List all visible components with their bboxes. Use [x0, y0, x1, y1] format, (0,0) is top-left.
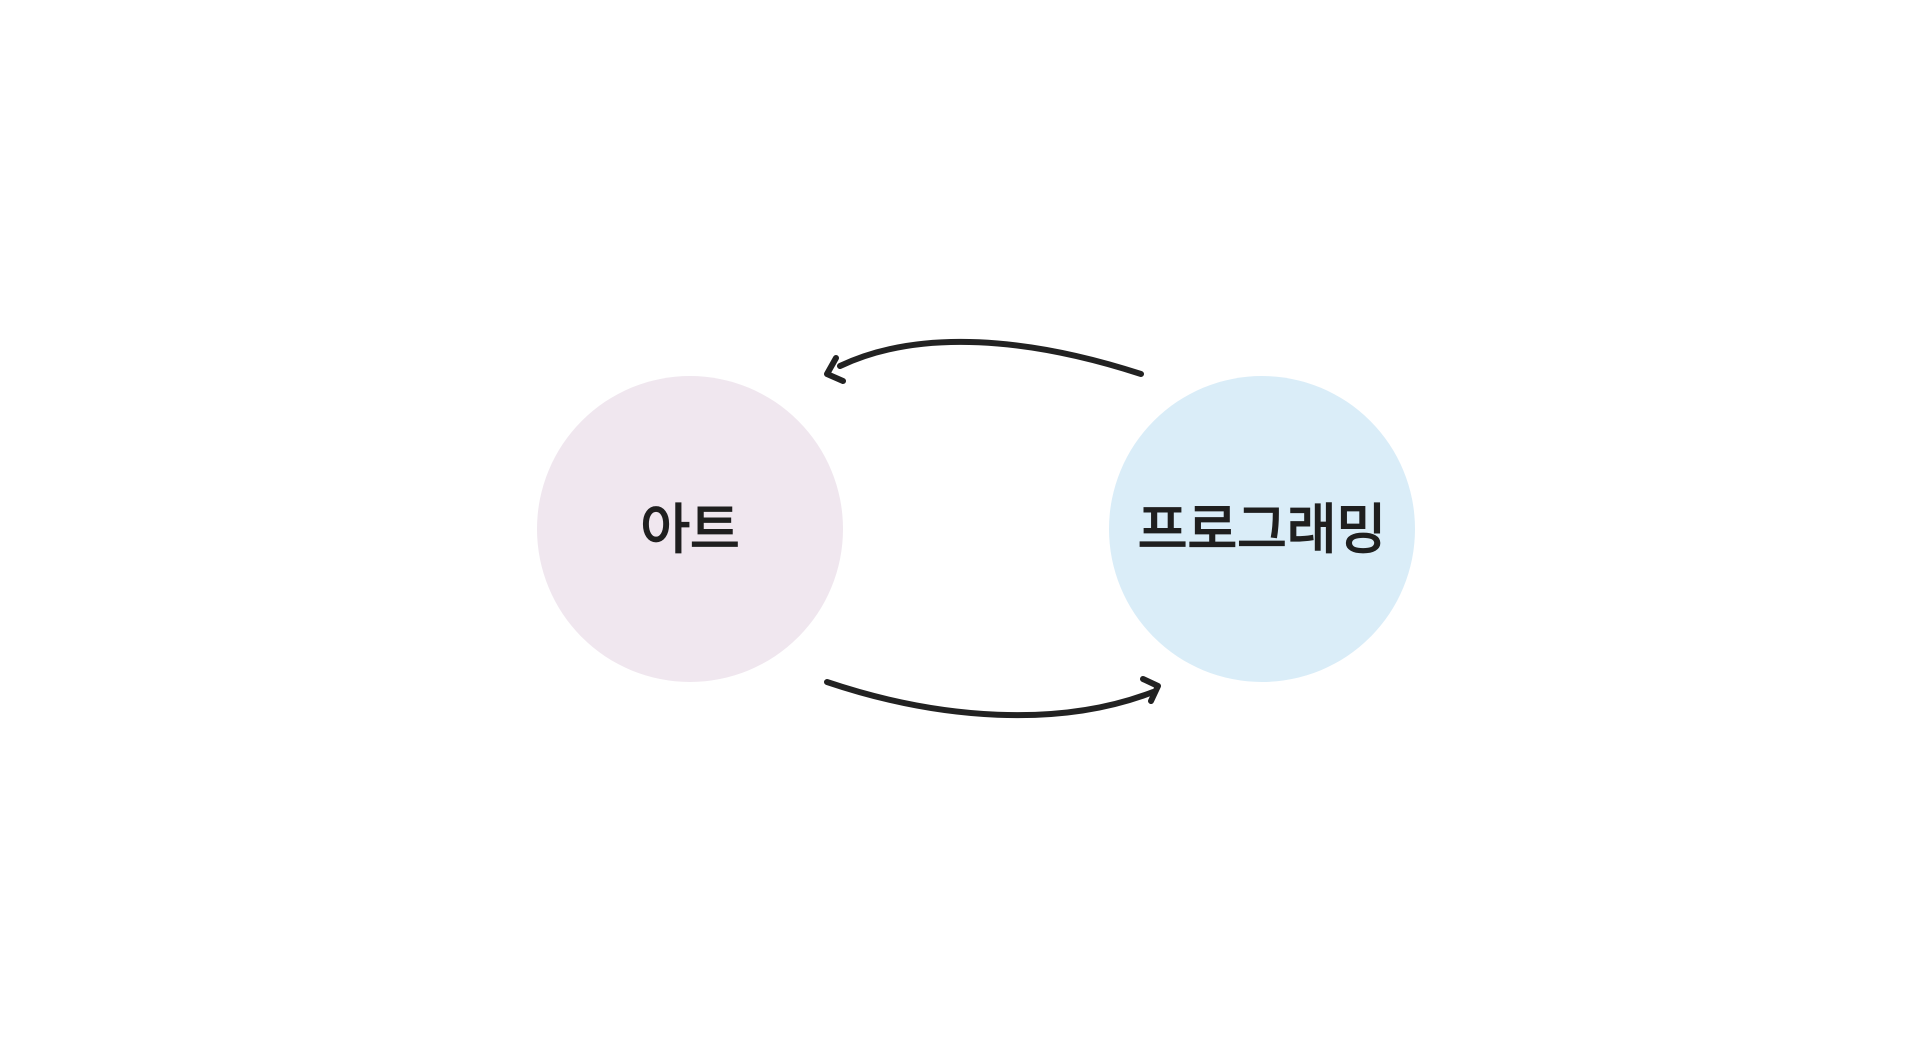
node-programming-label: 프로그래밍	[1138, 498, 1386, 561]
node-programming: 프로그래밍	[1109, 376, 1415, 682]
edge-programming-to-art	[824, 338, 1144, 384]
edge-art-to-programming	[824, 676, 1161, 719]
edge-programming-to-art-path	[837, 338, 1144, 377]
edge-art-to-programming-arrowhead	[1140, 676, 1161, 704]
node-art: 아트	[537, 376, 843, 682]
edge-programming-to-art-arrowhead	[824, 355, 846, 384]
node-programming-circle	[1109, 376, 1415, 682]
node-art-circle	[537, 376, 843, 682]
node-art-label: 아트	[640, 498, 739, 561]
edge-art-to-programming-path	[824, 679, 1156, 719]
